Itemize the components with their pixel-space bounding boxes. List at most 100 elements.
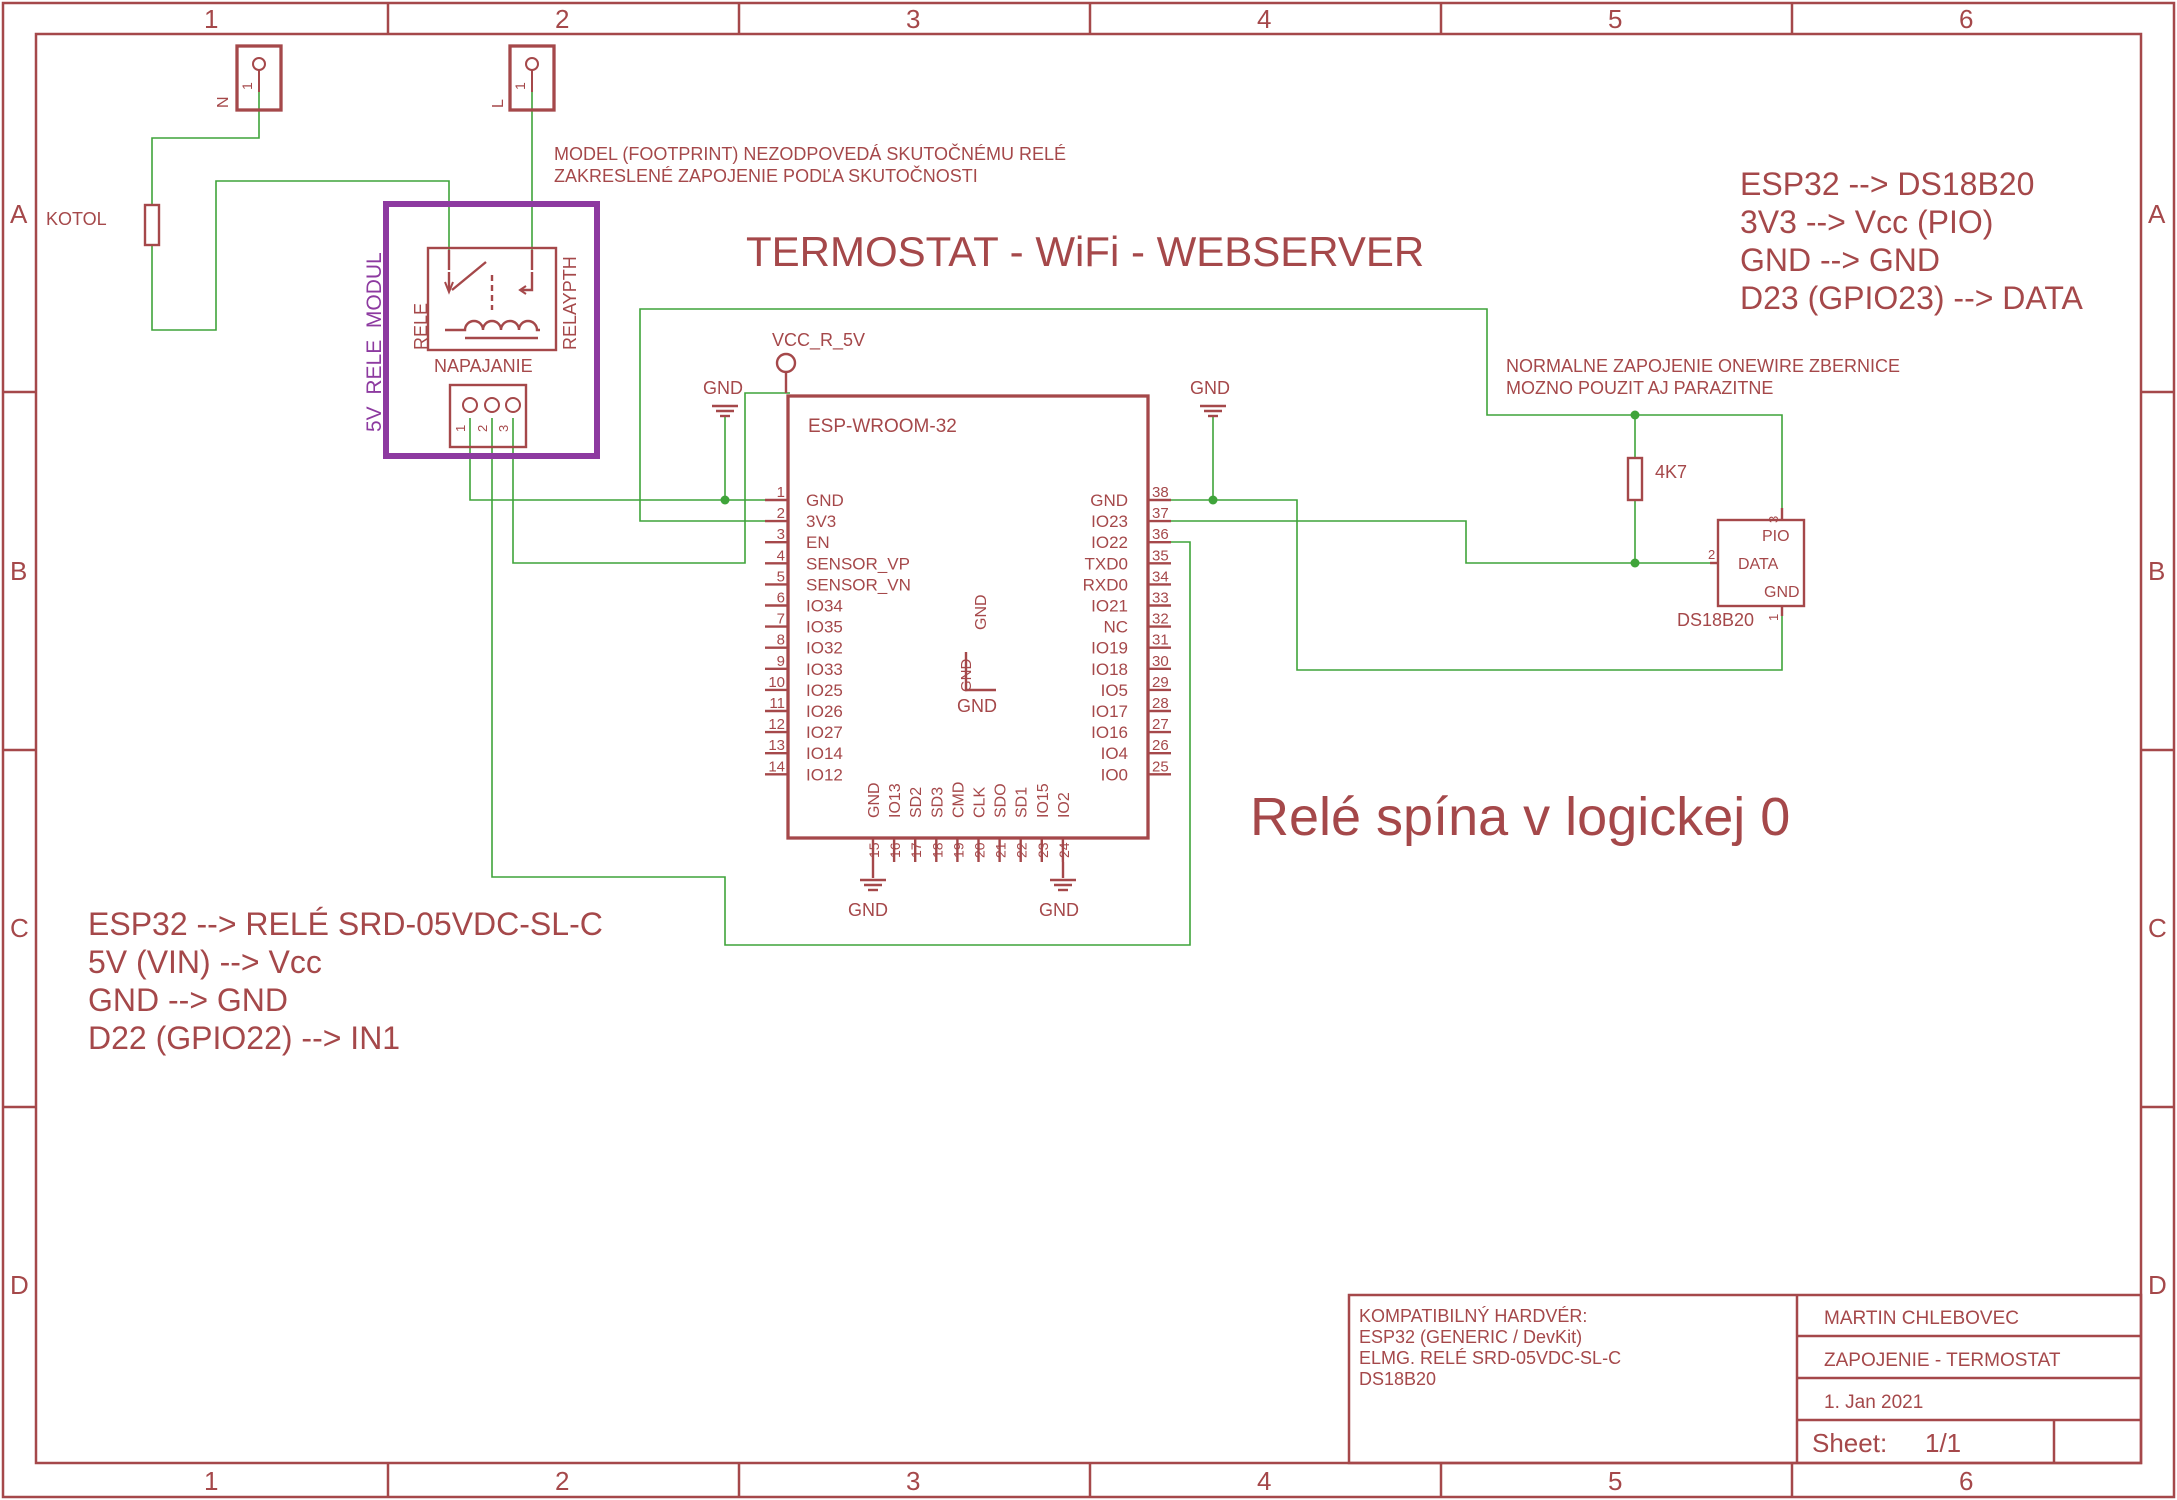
esp-pin-name: EN bbox=[806, 533, 830, 552]
relay-conn-line-2: 5V (VIN) --> Vcc bbox=[88, 944, 322, 980]
esp-pin-name: RXD0 bbox=[1083, 575, 1128, 594]
esp-pin-name: 3V3 bbox=[806, 512, 836, 531]
esp-pin-name: IO12 bbox=[806, 765, 843, 784]
junction-dot bbox=[1630, 558, 1640, 568]
frame-column-label: 2 bbox=[555, 1466, 569, 1496]
frame-row-label: C bbox=[2148, 913, 2167, 943]
frame-row-label: D bbox=[2148, 1270, 2167, 1300]
center-gnd-pin: GND bbox=[973, 594, 990, 630]
esp-pin-name: GND bbox=[866, 782, 883, 818]
esp-pin-number: 14 bbox=[768, 758, 785, 775]
l-pin-number: 1 bbox=[512, 82, 528, 90]
onewire-note-line-1: NORMALNE ZAPOJENIE ONEWIRE ZBERNICE bbox=[1506, 356, 1900, 376]
header-pin-2: 2 bbox=[475, 425, 490, 432]
frame-column-label: 1 bbox=[204, 1466, 218, 1496]
ds-pin-name-pio: PIO bbox=[1762, 528, 1790, 545]
esp-pin-number: 2 bbox=[777, 505, 785, 522]
gnd-symbol-bottom-right: GND bbox=[1039, 862, 1079, 920]
relay-conn-line-4: D22 (GPIO22) --> IN1 bbox=[88, 1020, 400, 1056]
title-block: KOMPATIBILNÝ HARDVÉR: ESP32 (GENERIC / D… bbox=[1347, 1293, 2143, 1465]
esp-pin-number: 11 bbox=[769, 695, 785, 712]
logic-note: Relé spína v logickej 0 bbox=[1250, 787, 1790, 847]
ds-pin-name-data: DATA bbox=[1738, 556, 1779, 573]
pullup-resistor: 4K7 bbox=[1626, 456, 1687, 502]
esp-pin-name: IO17 bbox=[1091, 702, 1128, 721]
vcc-symbol: VCC_R_5V bbox=[772, 330, 865, 393]
ds18b20-sensor: PIO DATA GND 3 2 1 DS18B20 bbox=[1677, 508, 1806, 630]
esp-pin-name: IO23 bbox=[1091, 512, 1128, 531]
drawing-name: ZAPOJENIE - TERMOSTAT bbox=[1824, 1350, 2061, 1371]
frame-row-label: D bbox=[10, 1270, 29, 1300]
esp-pin-number: 16 bbox=[887, 842, 903, 858]
relay-module-label: 5V_RELE_MODUL bbox=[363, 252, 386, 432]
vcc-label: VCC_R_5V bbox=[772, 330, 865, 351]
frame-row-label: B bbox=[2148, 556, 2165, 586]
esp-pin-name: IO35 bbox=[806, 618, 843, 637]
esp-pin-name: IO26 bbox=[806, 702, 843, 721]
n-pin-number: 1 bbox=[239, 82, 255, 90]
author: MARTIN CHLEBOVEC bbox=[1824, 1308, 2019, 1329]
junctions bbox=[720, 410, 1640, 568]
esp-pin-name: CMD bbox=[950, 782, 967, 818]
esp-pin-number: 30 bbox=[1152, 653, 1169, 670]
hw-line-3: ELMG. RELÉ SRD-05VDC-SL-C bbox=[1359, 1348, 1621, 1368]
frame-row-label: B bbox=[10, 556, 27, 586]
esp-name: ESP-WROOM-32 bbox=[808, 416, 957, 437]
esp-pin-name: SENSOR_VN bbox=[806, 575, 911, 594]
esp-pin-number: 36 bbox=[1152, 526, 1169, 543]
esp-pin-number: 27 bbox=[1152, 716, 1169, 733]
esp-pin-number: 23 bbox=[1035, 842, 1051, 858]
relay-module: 5V_RELE_MODUL RELE RELAYPTH NAPAJANIE 1 … bbox=[363, 201, 600, 459]
esp-pin-name: SD1 bbox=[1014, 787, 1031, 818]
ds-conn-line-4: D23 (GPIO23) --> DATA bbox=[1740, 280, 2084, 316]
frame-column-label: 3 bbox=[906, 1466, 920, 1496]
hw-line-1: KOMPATIBILNÝ HARDVÉR: bbox=[1359, 1306, 1587, 1326]
l-connector: 1 L bbox=[490, 44, 556, 112]
esp-pin-number: 28 bbox=[1152, 695, 1169, 712]
esp-pin-number: 34 bbox=[1152, 568, 1169, 585]
esp-pin-name: IO32 bbox=[806, 639, 843, 658]
esp-pin-name: GND bbox=[1090, 491, 1128, 510]
ds-conn-line-2: 3V3 --> Vcc (PIO) bbox=[1740, 204, 1993, 240]
esp-pin-number: 5 bbox=[777, 568, 785, 585]
esp-pin-number: 33 bbox=[1152, 590, 1169, 607]
esp-pin-name: IO15 bbox=[1035, 783, 1052, 818]
hw-line-2: ESP32 (GENERIC / DevKit) bbox=[1359, 1327, 1582, 1347]
esp-pin-number: 3 bbox=[777, 526, 785, 543]
frame-row-label: A bbox=[2148, 199, 2166, 229]
esp-pin-name: IO0 bbox=[1101, 765, 1128, 784]
relay-conn-line-1: ESP32 --> RELÉ SRD-05VDC-SL-C bbox=[88, 906, 603, 942]
esp-pin-name: SD2 bbox=[908, 787, 925, 818]
esp-pin-number: 38 bbox=[1152, 484, 1169, 501]
esp-pin-number: 32 bbox=[1152, 611, 1169, 628]
diagram-title: TERMOSTAT - WiFi - WEBSERVER bbox=[746, 228, 1424, 275]
model-note-line-1: MODEL (FOOTPRINT) NEZODPOVEDÁ SKUTOČNÉMU… bbox=[554, 143, 1066, 164]
kotol-load: KOTOL bbox=[46, 203, 161, 247]
esp-pin-number: 35 bbox=[1152, 547, 1169, 564]
gnd-label: GND bbox=[703, 378, 743, 398]
gnd-symbol-left: GND bbox=[703, 378, 743, 418]
frame-column-label: 6 bbox=[1959, 1466, 1973, 1496]
n-label: N bbox=[215, 96, 232, 108]
ds-conn-line-3: GND --> GND bbox=[1740, 242, 1940, 278]
junction-dot bbox=[720, 495, 730, 505]
frame-row-label: A bbox=[10, 199, 28, 229]
esp-pin-name: IO4 bbox=[1101, 744, 1128, 763]
drawing-date: 1. Jan 2021 bbox=[1824, 1392, 1923, 1413]
esp-pin-number: 18 bbox=[929, 842, 945, 858]
wires bbox=[151, 92, 1783, 946]
n-connector: 1 N bbox=[215, 44, 283, 112]
esp-pin-name: SENSOR_VP bbox=[806, 554, 910, 573]
esp-pin-name: IO34 bbox=[806, 597, 843, 616]
esp-pin-number: 9 bbox=[777, 653, 785, 670]
esp-pin-number: 24 bbox=[1056, 842, 1072, 858]
esp-pin-number: 26 bbox=[1152, 737, 1169, 754]
relay-conn-line-3: GND --> GND bbox=[88, 982, 288, 1018]
frame-column-label: 5 bbox=[1608, 4, 1622, 34]
frame-column-label: 1 bbox=[204, 4, 218, 34]
ds-pin-num-2: 2 bbox=[1708, 547, 1715, 562]
